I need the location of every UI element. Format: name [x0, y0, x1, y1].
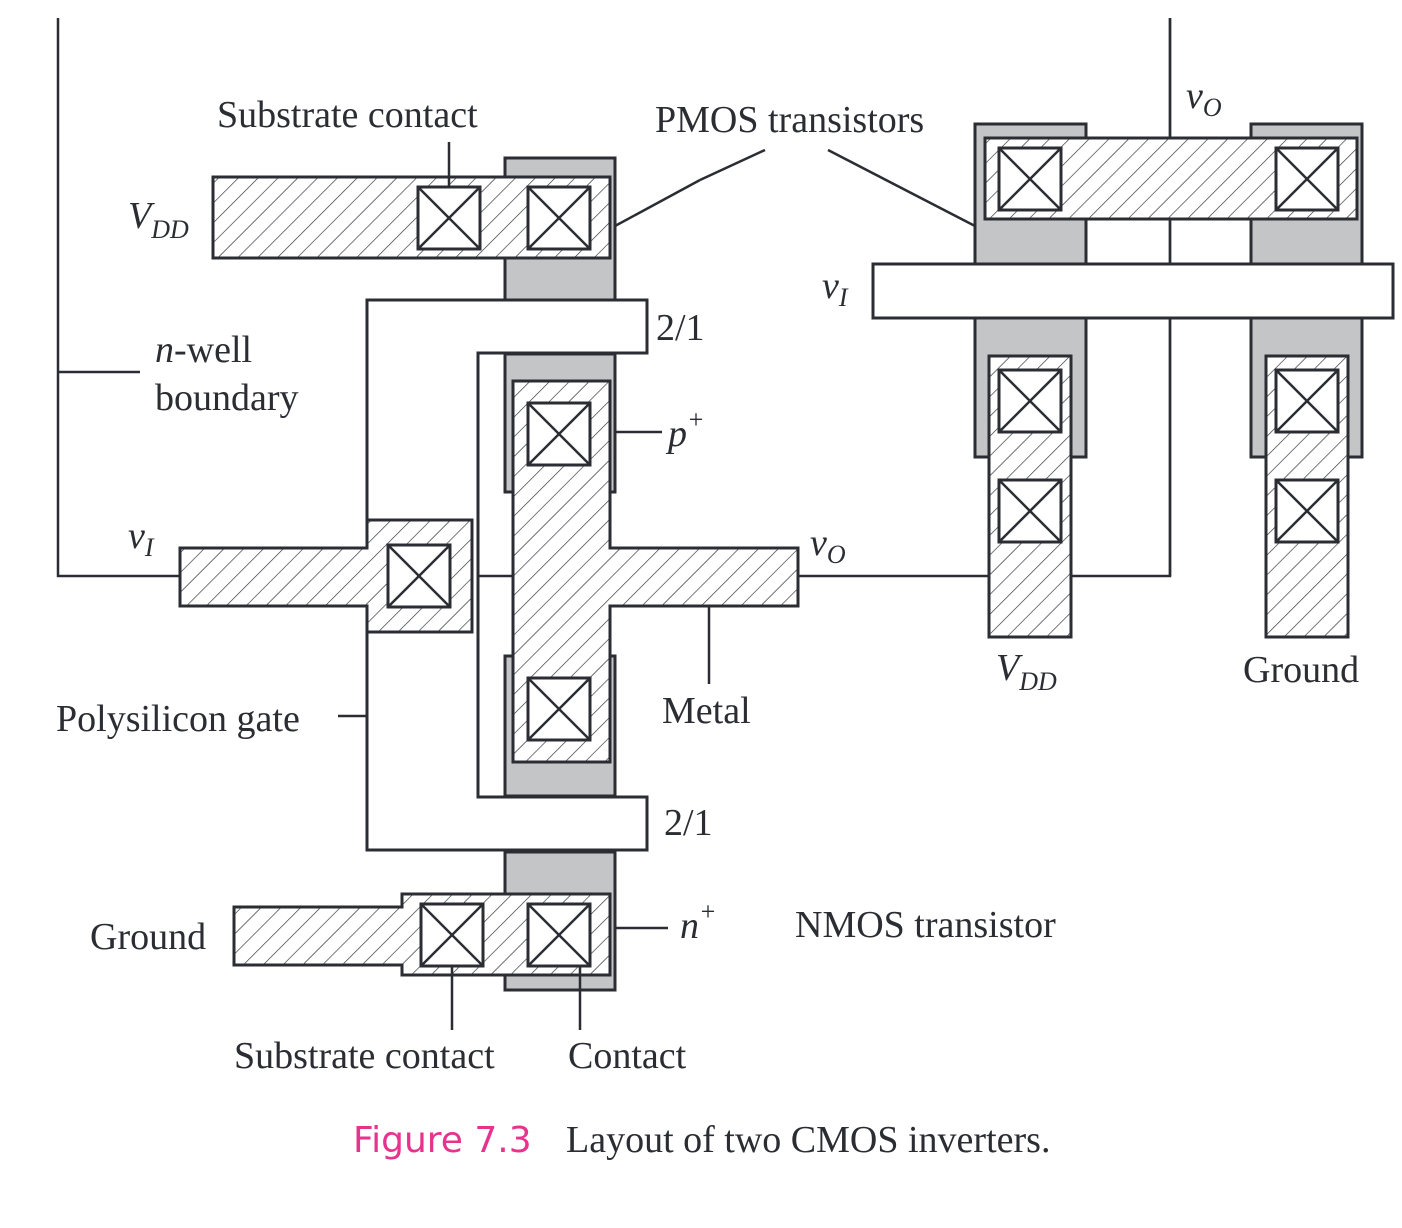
- label-contact: Contact: [568, 1035, 687, 1077]
- output-metal-cross: [511, 379, 800, 764]
- label-ground-right: Ground: [1243, 649, 1359, 691]
- substrate-contact-bottom: [419, 902, 485, 968]
- label-vo-left: vO: [810, 522, 846, 569]
- contact-vdd: [526, 185, 592, 251]
- label-ground-left: Ground: [90, 916, 206, 958]
- label-vi-left: vI: [128, 515, 155, 562]
- label-metal: Metal: [662, 690, 751, 732]
- polysilicon-gate-right: [871, 262, 1395, 320]
- label-vi-right: vI: [822, 265, 849, 312]
- pmos-leader-left: [614, 178, 701, 228]
- contact-right-gnd-a: [1274, 368, 1340, 434]
- contact-right-vdd-b: [997, 478, 1063, 544]
- label-nwell-line2: boundary: [155, 377, 299, 419]
- label-nmos-transistor: NMOS transistor: [795, 904, 1056, 946]
- substrate-contact-top: [416, 185, 482, 251]
- label-polysilicon-gate: Polysilicon gate: [56, 698, 300, 740]
- contact-gate: [386, 543, 452, 609]
- contact-ground: [526, 902, 592, 968]
- label-substrate-contact-top: Substrate contact: [217, 94, 478, 136]
- label-p-plus: p+: [665, 405, 705, 455]
- polysilicon-gate-left: [365, 298, 649, 852]
- pmos-leader-left-ext: [699, 148, 766, 182]
- figure-caption: Layout of two CMOS inverters.: [566, 1119, 1050, 1161]
- contact-right-vdd-a: [997, 368, 1063, 434]
- label-n-plus: n+: [680, 897, 717, 947]
- figure-number: Figure 7.3: [353, 1120, 532, 1161]
- contact-nmos-drain: [526, 676, 592, 742]
- contact-right-top-b: [1274, 146, 1340, 212]
- label-vdd-left: VDD: [128, 195, 189, 244]
- label-substrate-contact-bottom: Substrate contact: [234, 1035, 495, 1077]
- label-pmos-transistors: PMOS transistors: [655, 99, 924, 141]
- contact-right-gnd-b: [1274, 478, 1340, 544]
- contact-pmos-drain: [526, 401, 592, 467]
- label-vdd-right: VDD: [996, 647, 1057, 696]
- label-nwell-line1: n-well: [155, 329, 252, 371]
- label-vo-right: vO: [1186, 75, 1222, 122]
- contact-right-top-a: [997, 146, 1063, 212]
- pmos-leader-right: [827, 148, 976, 228]
- label-ratio-nmos: 2/1: [664, 802, 713, 844]
- nwell-boundary-line: [56, 18, 180, 578]
- label-ratio-pmos: 2/1: [656, 307, 705, 349]
